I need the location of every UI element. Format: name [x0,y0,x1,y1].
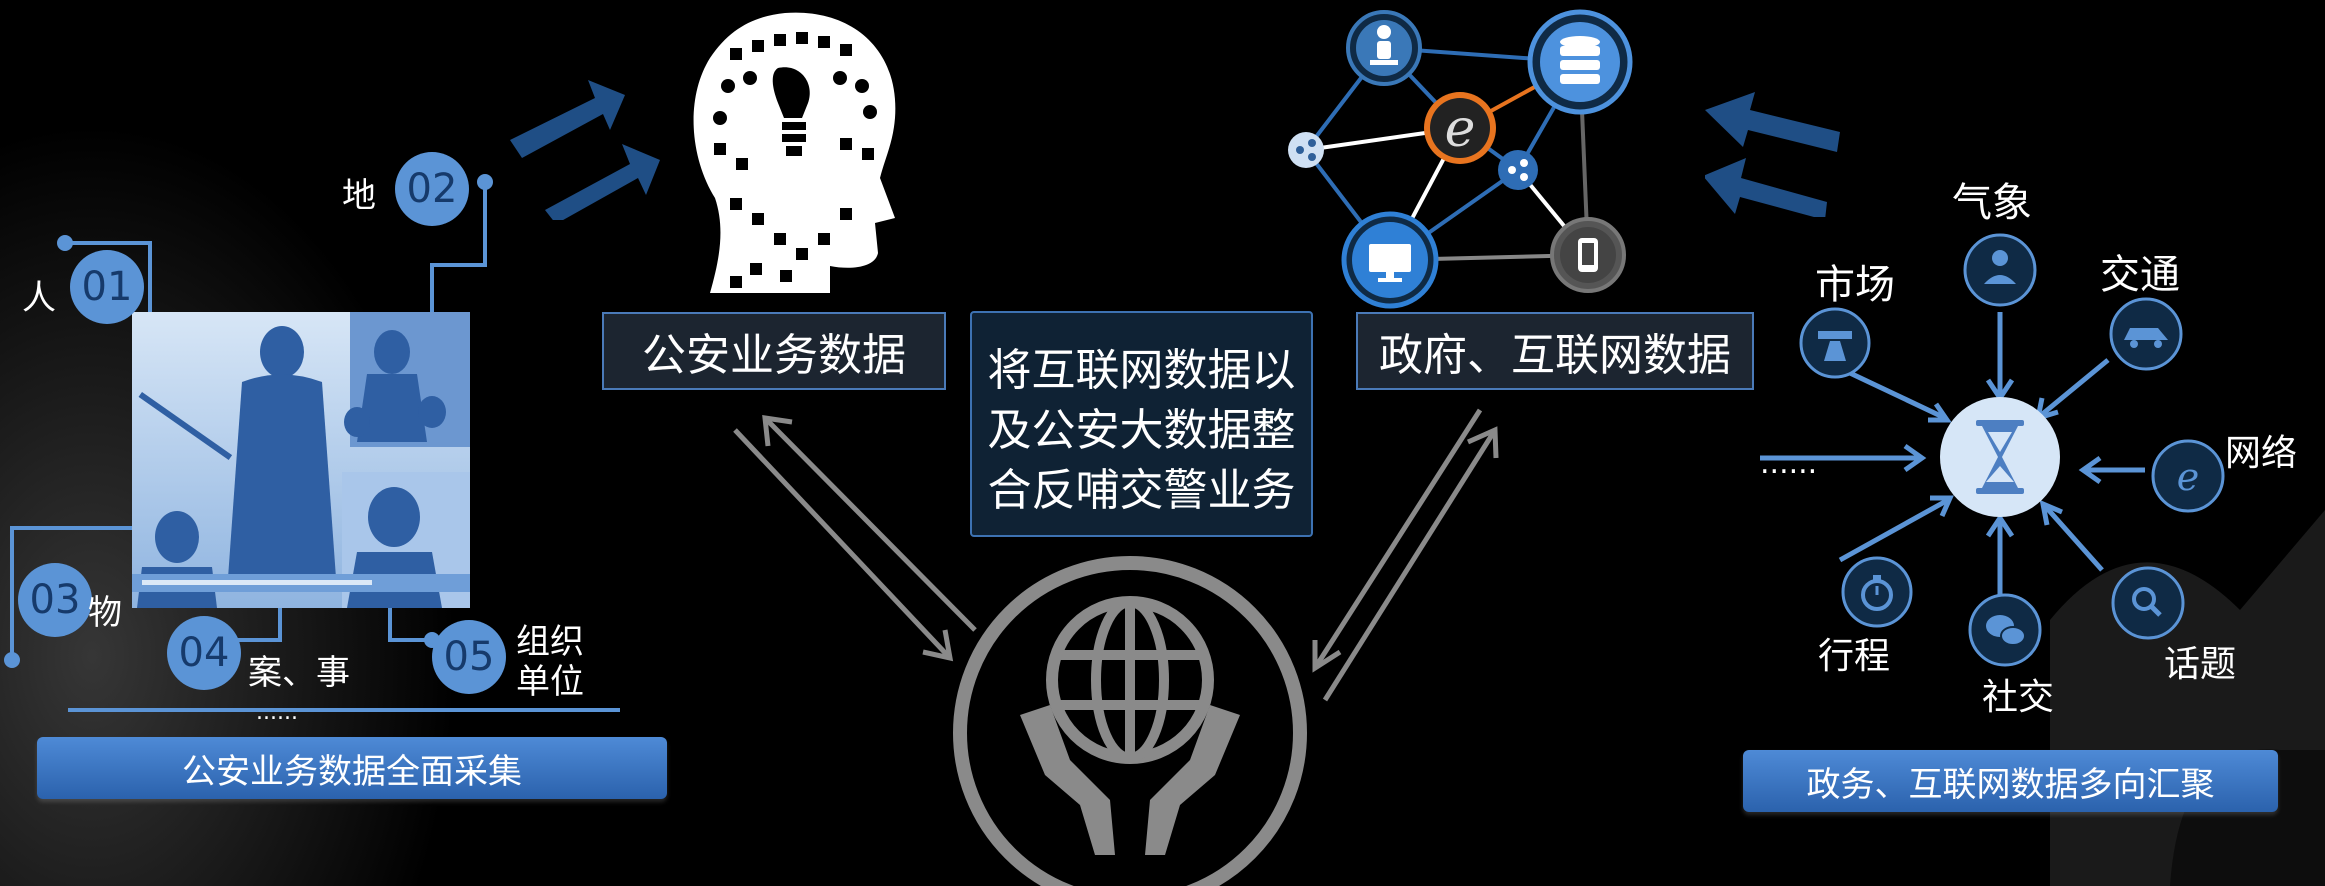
label-social: 社交 [1982,677,2055,718]
label-place: 地 [342,176,376,216]
label-traffic: 交通 [2100,252,2180,298]
number-badge-04: 04 [167,616,241,690]
topic-search-icon [2111,566,2185,640]
label-topic: 话题 [2164,644,2237,685]
label-trip: 行程 [1818,636,1891,677]
number-badge-03: 03 [18,563,92,637]
number-badge-02: 02 [395,152,469,226]
label-object: 物 [88,593,122,633]
arrows-to-network [1705,92,1840,217]
number-badge-05: 05 [432,620,506,694]
label-person: 人 [22,278,56,318]
police-data-box: 公安业务数据 [602,312,946,390]
gov-internet-data-box: 政府、互联网数据 [1356,312,1754,390]
svg-text:e: e [2177,455,2200,499]
number-badge-01: 01 [70,250,144,324]
label-weather: 气象 [1952,180,2032,226]
left-ellipsis: ...... [256,700,298,725]
traffic-car-icon [2109,297,2183,371]
network-ie-icon: e [2151,439,2225,513]
surveillance-photo [132,312,470,608]
center-flow-arrows [733,408,1499,702]
social-wechat-icon [1968,593,2042,667]
integration-description-box: 将互联网数据以 及公安大数据整 合反哺交警业务 [970,311,1313,537]
label-network: 网络 [2225,433,2298,474]
label-more: ...... [1760,446,1818,481]
arrows-to-head [510,80,660,220]
network-graph: e [1288,9,1633,309]
gov-internet-convergence-caption: 政务、互联网数据多向汇聚 [1743,750,2278,812]
police-collection-caption: 公安业务数据全面采集 [37,737,667,799]
label-organization: 组织 单位 [516,622,584,702]
head-lightbulb-icon [693,12,896,293]
label-case: 案、事 [248,653,350,693]
market-icon [1799,307,1871,379]
globe-in-hands-icon [953,556,1307,886]
trip-timer-icon [1841,556,1913,628]
weather-icon [1963,233,2037,307]
svg-text:e: e [1445,99,1476,159]
label-market: 市场 [1815,262,1895,308]
